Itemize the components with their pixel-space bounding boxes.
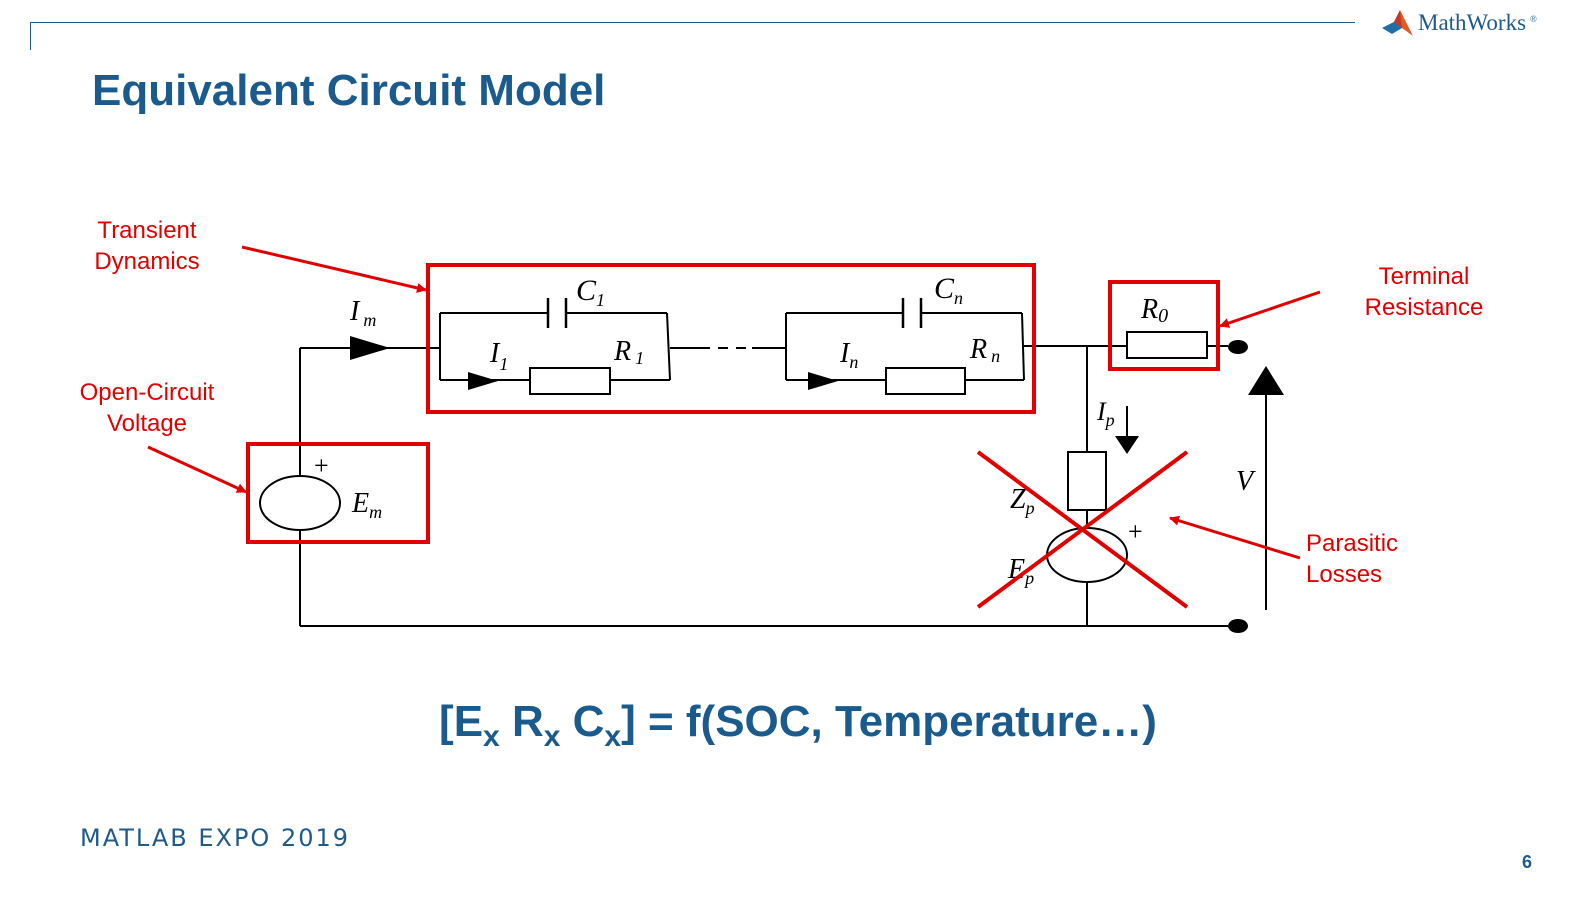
mathworks-logo: MathWorks ® bbox=[1380, 8, 1537, 38]
header-rule-tick bbox=[30, 22, 31, 50]
terminal-bottom bbox=[1228, 619, 1248, 633]
label-r0: R0 bbox=[1140, 294, 1168, 327]
current-arrow-i1 bbox=[468, 372, 498, 390]
highlight-ocv-box bbox=[246, 442, 430, 544]
page-number: 6 bbox=[1522, 852, 1533, 872]
capacitor-cn bbox=[901, 298, 923, 328]
plus-sign-em: + bbox=[314, 451, 329, 480]
voltage-source-em bbox=[259, 475, 341, 531]
current-arrow-ip bbox=[1115, 436, 1139, 454]
terminal-top bbox=[1228, 340, 1248, 354]
label-cn: Cn bbox=[934, 272, 963, 308]
logo-trademark: ® bbox=[1530, 14, 1537, 24]
logo-text: MathWorks bbox=[1418, 10, 1527, 35]
impedance-zp bbox=[1067, 451, 1107, 511]
arrow-terminal bbox=[1219, 290, 1321, 328]
circuit-wires bbox=[299, 312, 1267, 627]
arrow-transient bbox=[241, 245, 427, 293]
resistor-rn bbox=[885, 367, 966, 395]
label-in: In bbox=[839, 338, 858, 372]
capacitor-c1 bbox=[546, 298, 568, 328]
parameter-formula: [Ex Rx Cx] = f(SOC, Temperature…) bbox=[439, 697, 1157, 753]
header-rule bbox=[30, 22, 1355, 23]
slide-title: Equivalent Circuit Model bbox=[92, 66, 606, 115]
annotation-open-circuit-voltage: Open-Circuit Voltage bbox=[79, 379, 215, 437]
footer-brand: MATLAB EXPO 2019 bbox=[80, 824, 351, 852]
arrow-parasitic bbox=[1169, 515, 1301, 560]
label-ip: Ip bbox=[1096, 397, 1115, 430]
label-v: V bbox=[1236, 466, 1256, 497]
resistor-r0 bbox=[1126, 331, 1208, 359]
label-em: Em bbox=[351, 488, 382, 522]
current-arrow-in bbox=[808, 372, 838, 390]
annotation-terminal-resistance: Terminal Resistance bbox=[1364, 263, 1484, 321]
label-zp: Zp bbox=[1010, 484, 1035, 518]
voltage-arrow-v bbox=[1248, 366, 1284, 395]
annotation-transient-dynamics: Transient Dynamics bbox=[94, 217, 200, 275]
label-c1: C1 bbox=[576, 274, 605, 310]
highlight-r0-box bbox=[1108, 280, 1220, 371]
label-i1: I1 bbox=[489, 338, 508, 374]
annotation-parasitic-losses: Parasitic Losses bbox=[1306, 530, 1399, 588]
callout-arrows bbox=[147, 245, 1321, 560]
current-arrow-im bbox=[350, 336, 390, 360]
plus-sign-ep: + bbox=[1128, 517, 1143, 546]
arrow-ocv bbox=[147, 445, 247, 494]
parasitic-cross-out bbox=[976, 450, 1189, 609]
resistor-r1 bbox=[529, 367, 611, 395]
highlight-transient-box bbox=[426, 263, 1036, 414]
membrane-logo-icon bbox=[1382, 10, 1413, 36]
